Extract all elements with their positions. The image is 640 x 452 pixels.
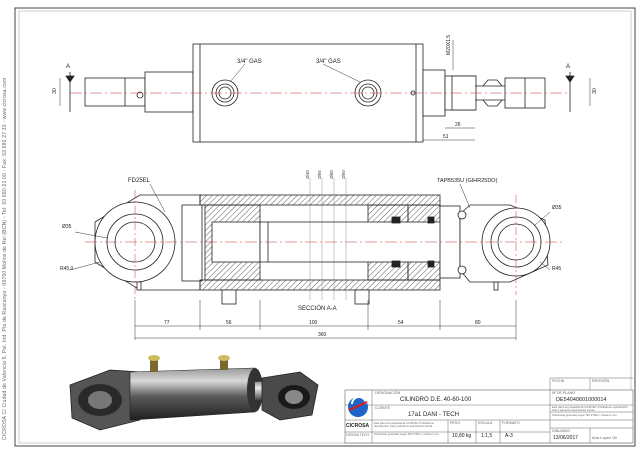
leader-lines <box>229 63 361 83</box>
weight-value: 10,80 kg <box>452 433 472 439</box>
dim-54: 54 <box>398 320 404 326</box>
notes-text: Este plano es propiedad de CICROSA. Proh… <box>552 406 628 412</box>
dia-right: Ø35 <box>552 205 562 211</box>
section-view <box>94 194 551 305</box>
drawn-label: DIBUJADO <box>552 429 571 433</box>
dim-26: 26 <box>455 122 461 128</box>
port-label-left: 3/4" GAS <box>237 59 262 65</box>
thread-label: M20X1.5 <box>446 34 452 55</box>
revision-label: REVISIÓN <box>592 379 610 383</box>
designation-value: CILINDRO D.E. 40-60-100 <box>400 397 472 403</box>
dim-56: 56 <box>226 320 232 326</box>
isometric-view <box>69 355 319 431</box>
scale-value: 1:1,5 <box>481 433 493 439</box>
label-tapb: TAPB535U (GIHR25DO) <box>437 178 498 184</box>
table-notes-a: Este plano es propiedad de CICROSA. Proh… <box>374 422 434 428</box>
port-label-right: 3/4" GAS <box>316 59 341 65</box>
dim-77: 77 <box>164 320 170 326</box>
section-leaders <box>69 183 551 271</box>
section-marker-a-left: A <box>66 64 71 70</box>
bore-dim-lines <box>309 178 347 300</box>
dim-360: 360 <box>318 332 327 338</box>
weight-label: PESO <box>450 421 460 425</box>
section-marker-a-right: A <box>566 64 571 70</box>
company-name: CICROSA <box>346 423 370 429</box>
client-value: 17a1 DANI - TECH <box>408 412 459 418</box>
format-value: A-3 <box>505 433 513 439</box>
table-notes-b: Tolerancias generales según ISO 2768-m. … <box>374 433 440 436</box>
bore-label-1: Ø40 <box>304 170 310 179</box>
radius-left: R45,0 <box>60 266 74 272</box>
section-markers <box>65 72 575 112</box>
bore-label-3: Ø60 <box>328 170 334 179</box>
dim-100: 100 <box>309 320 318 326</box>
bore-label-2: Ø55 <box>316 170 322 179</box>
scale-label: ESCALA <box>478 421 493 425</box>
drawn-by: Ana Lopez Gil <box>592 435 618 440</box>
client-label: CLIENTE <box>375 406 391 410</box>
label-fd25el: FD25EL <box>128 178 151 184</box>
outer-frame <box>14 7 636 447</box>
date-value: 13/06/2017 <box>553 435 579 441</box>
top-view <box>84 43 546 143</box>
drawing-no-value: DE54040601000014 <box>556 397 607 403</box>
format-label: FORMATO <box>502 421 520 425</box>
title-block-grid <box>344 377 634 444</box>
notes-text-2: Tolerancias generales según ISO 2768-m. … <box>552 414 618 417</box>
company-logo <box>348 396 368 417</box>
date-label: FECHA <box>552 379 565 383</box>
side-company-text: CICROSA C/ Ciudad de Valencia 5, Pol. In… <box>2 77 8 440</box>
radius-right: R45 <box>552 266 562 272</box>
company-sub: CIROSA TECH <box>346 433 369 437</box>
dim-right-30: 30 <box>591 88 598 94</box>
dim-51: 51 <box>443 134 449 140</box>
designation-label: DESIGNACIÓN <box>375 391 401 395</box>
dim-80: 80 <box>475 320 481 326</box>
top-dimensions <box>59 40 591 141</box>
section-title: SECCIÓN A-A <box>298 306 337 312</box>
bore-label-4: Ø50 <box>340 170 346 179</box>
inner-frame <box>18 10 632 444</box>
dim-left-30: 30 <box>51 88 58 94</box>
dia-left: Ø35 <box>62 224 72 230</box>
bottom-dimensions <box>134 300 517 340</box>
drawing-no-label: Nº DE PLANO <box>552 391 576 395</box>
